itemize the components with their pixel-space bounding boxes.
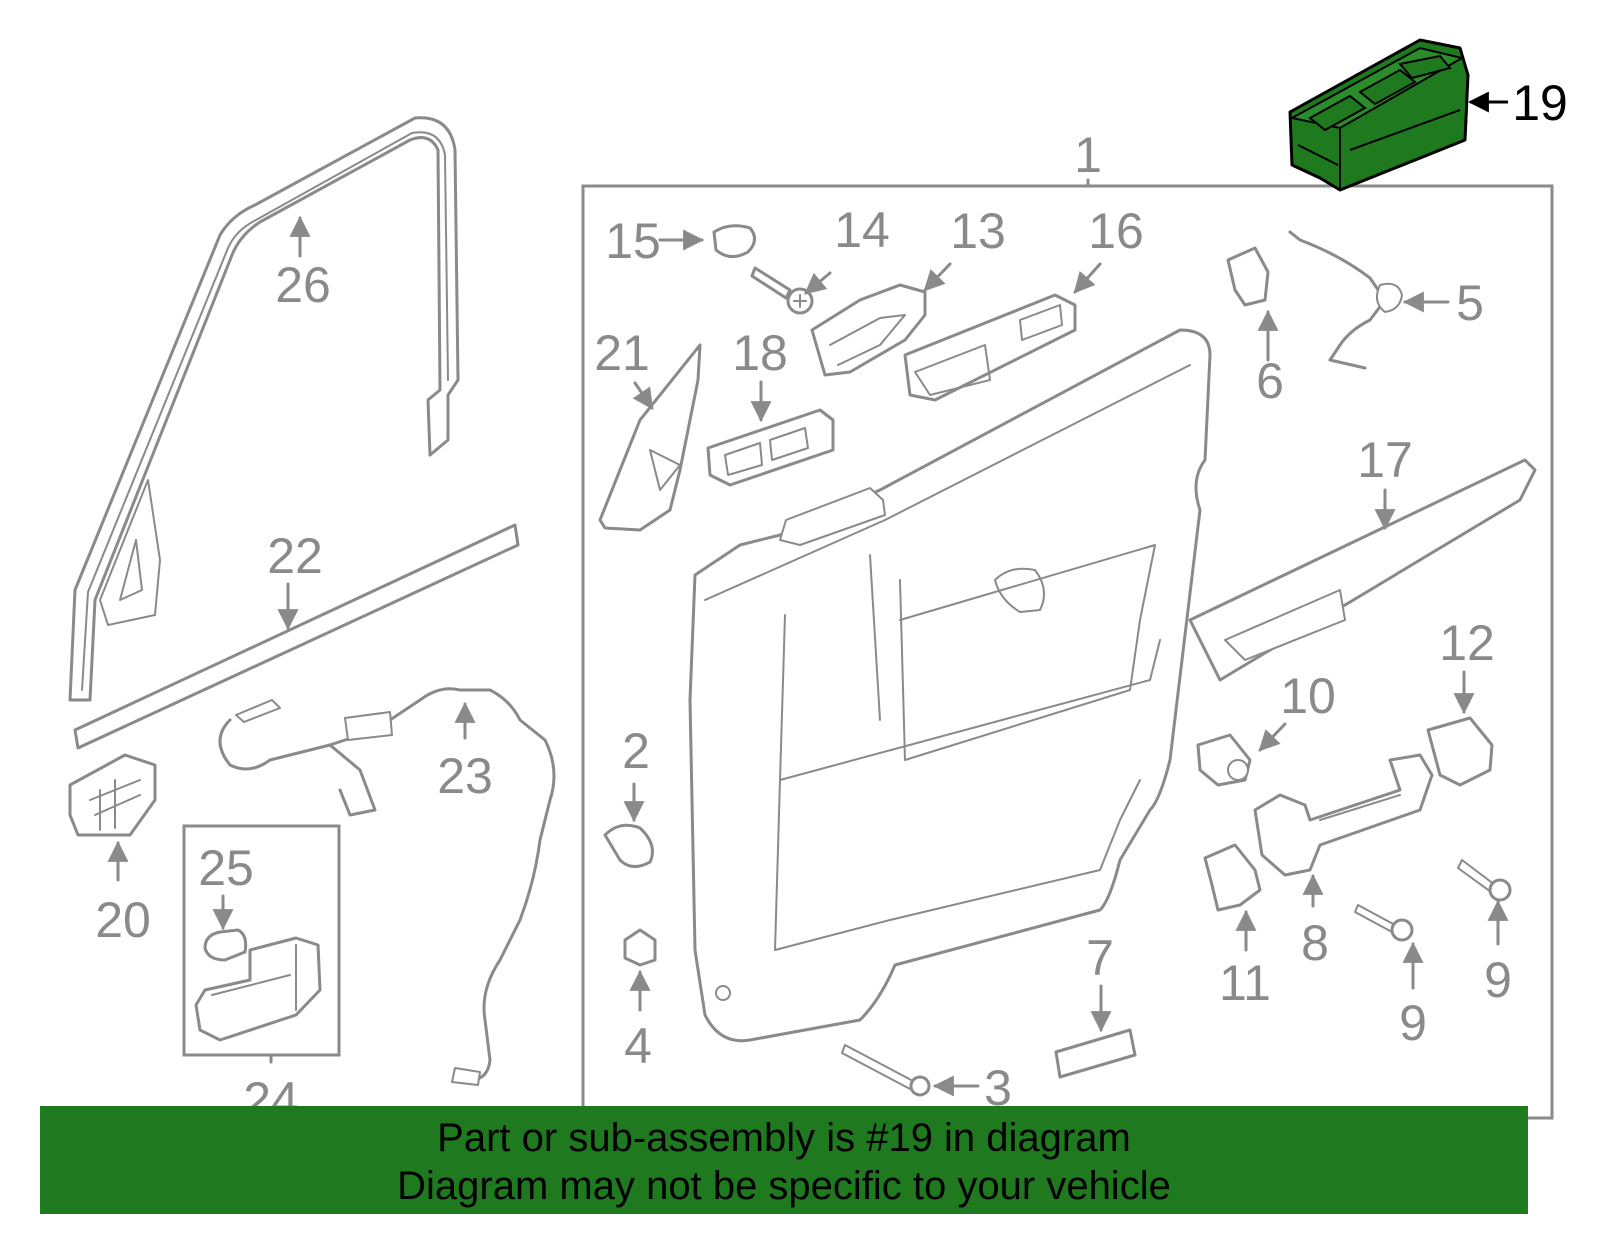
callout-20: 20: [95, 892, 151, 948]
part-15-clip[interactable]: [712, 224, 756, 258]
callout-5: 5: [1456, 275, 1484, 331]
part-21-trim-piece[interactable]: [598, 343, 702, 532]
callout-16: 16: [1088, 203, 1144, 259]
callout-1: 1: [1074, 127, 1102, 183]
callout-9-a: 9: [1399, 995, 1427, 1051]
part-10-grommet[interactable]: [1196, 733, 1252, 787]
callout-11: 11: [1219, 955, 1271, 1011]
callout-17: 17: [1357, 432, 1413, 488]
part-24-group-box: [182, 824, 341, 1057]
part-8-grab-handle[interactable]: [1253, 753, 1434, 877]
part-4-retainer[interactable]: [623, 928, 657, 967]
callout-4: 4: [624, 1018, 652, 1074]
callout-19: 19: [1512, 75, 1568, 131]
part-6-bracket[interactable]: [1226, 246, 1270, 307]
callout-25: 25: [198, 840, 254, 896]
banner-line-1: Part or sub-assembly is #19 in diagram: [437, 1116, 1131, 1160]
callout-12: 12: [1439, 615, 1495, 671]
callout-13: 13: [950, 203, 1006, 259]
part-13-handle-bezel[interactable]: [810, 283, 927, 377]
door-trim-panel[interactable]: [688, 328, 1212, 1043]
callout-15: 15: [605, 213, 661, 269]
callout-14: 14: [834, 202, 890, 258]
callout-18: 18: [732, 325, 788, 381]
part-23-wiring-harness[interactable]: [218, 687, 556, 1086]
part-17-armrest-trim[interactable]: [1188, 458, 1537, 682]
callout-numbers: 1 26 22 20 23 25 24 15 14 13 16 21 18 6 …: [95, 75, 1568, 1128]
part-5-cable[interactable]: [1288, 230, 1403, 370]
part-19-highlighted-switch[interactable]: [1288, 38, 1470, 192]
part-16-switch-bezel[interactable]: [903, 293, 1077, 402]
part-26-window-seal[interactable]: [68, 116, 460, 702]
callout-26: 26: [275, 257, 331, 313]
callout-10: 10: [1280, 668, 1336, 724]
callout-8: 8: [1301, 915, 1329, 971]
part-14-screw[interactable]: [750, 266, 814, 315]
banner-line-2: Diagram may not be specific to your vehi…: [397, 1164, 1171, 1208]
part-2-push-pin[interactable]: [603, 823, 654, 868]
part-7-pad[interactable]: [1054, 1028, 1137, 1079]
part-9-screw-a[interactable]: [1354, 904, 1414, 942]
part-24-lamp-housing[interactable]: [194, 936, 322, 1042]
callout-6: 6: [1256, 353, 1284, 409]
callout-2: 2: [622, 723, 650, 779]
info-banner: Part or sub-assembly is #19 in diagram D…: [40, 1106, 1528, 1214]
callout-9-b: 9: [1484, 952, 1512, 1008]
part-3-long-screw[interactable]: [841, 1044, 931, 1097]
part-18-switch-panel[interactable]: [706, 408, 835, 487]
part-11-cover[interactable]: [1203, 843, 1262, 912]
part-22-belt-molding[interactable]: [73, 523, 520, 750]
part-25-bulb[interactable]: [203, 928, 248, 962]
part-12-end-cap[interactable]: [1426, 716, 1494, 787]
callout-21: 21: [594, 325, 650, 381]
callout-23: 23: [437, 748, 493, 804]
part-20-connector[interactable]: [68, 753, 157, 837]
callout-7: 7: [1086, 930, 1114, 986]
part-9-screw-b[interactable]: [1457, 859, 1512, 902]
callout-22: 22: [267, 528, 323, 584]
leader-lines: [107, 91, 1509, 1097]
